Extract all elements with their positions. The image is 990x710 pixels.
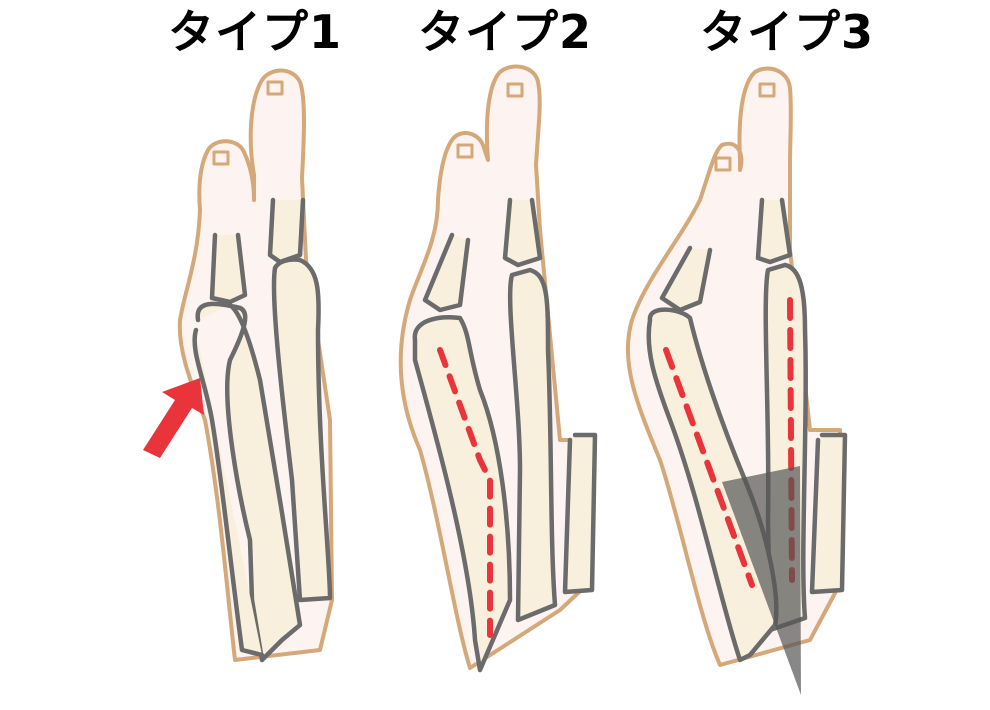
foot-type-3 (625, 66, 848, 695)
arrow-icon (143, 378, 204, 458)
toenail (506, 82, 524, 98)
toenail (212, 150, 230, 166)
toenail (714, 156, 732, 172)
angle-wedge (722, 466, 801, 695)
title-type-2: タイプ2 (418, 5, 593, 59)
toenail (758, 82, 776, 98)
toenail (456, 143, 474, 159)
axis-line-dashed (787, 297, 795, 583)
bones (192, 197, 333, 663)
axis-line-dashed (663, 347, 755, 588)
title-type-3: タイプ3 (700, 5, 875, 59)
title-type-1: タイプ1 (168, 5, 343, 59)
foot-type-2 (398, 64, 598, 673)
axis-line-dashed (437, 347, 493, 638)
foot-type-1 (143, 68, 334, 663)
toenail (266, 80, 284, 96)
bones (412, 197, 598, 673)
